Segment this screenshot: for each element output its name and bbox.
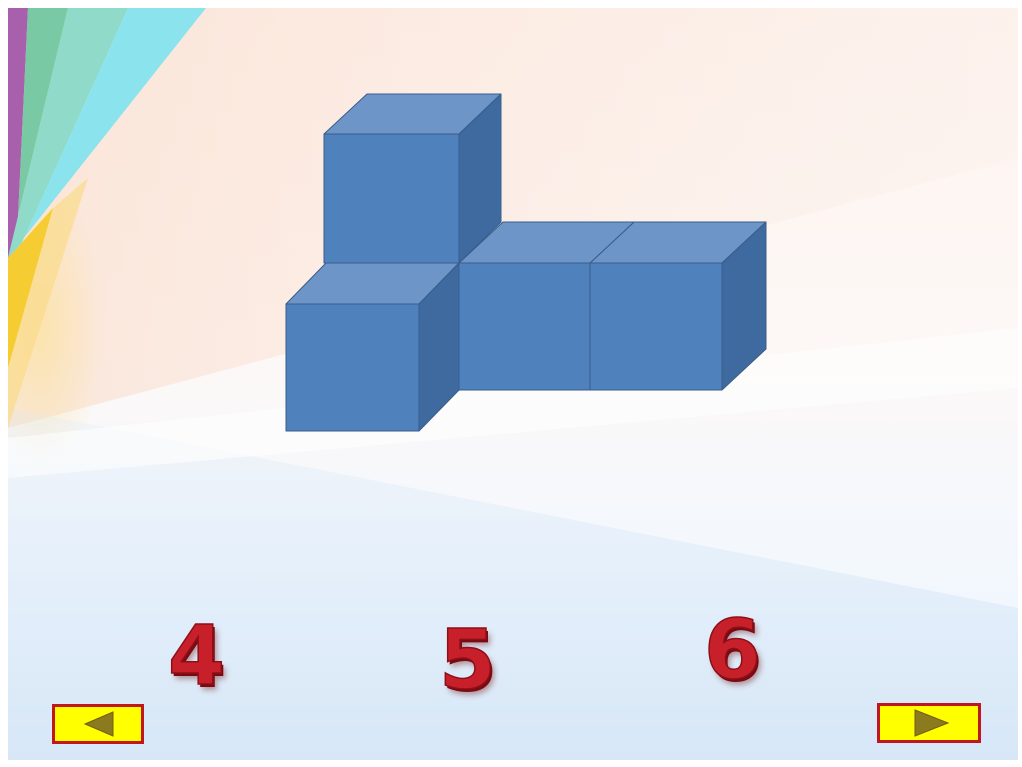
answer-option-5[interactable]: 5 xyxy=(439,620,494,702)
triangle-right-icon xyxy=(880,706,978,740)
triangle-left-icon xyxy=(55,707,141,741)
answer-option-6[interactable]: 6 xyxy=(704,610,759,692)
cube-top xyxy=(324,94,501,263)
cube-front xyxy=(286,263,459,431)
next-button[interactable] xyxy=(877,703,981,743)
cube-right xyxy=(590,222,766,390)
previous-button[interactable] xyxy=(52,704,144,744)
cube-figure xyxy=(8,8,1018,760)
answer-option-4[interactable]: 4 xyxy=(168,616,223,698)
slide xyxy=(8,8,1018,760)
